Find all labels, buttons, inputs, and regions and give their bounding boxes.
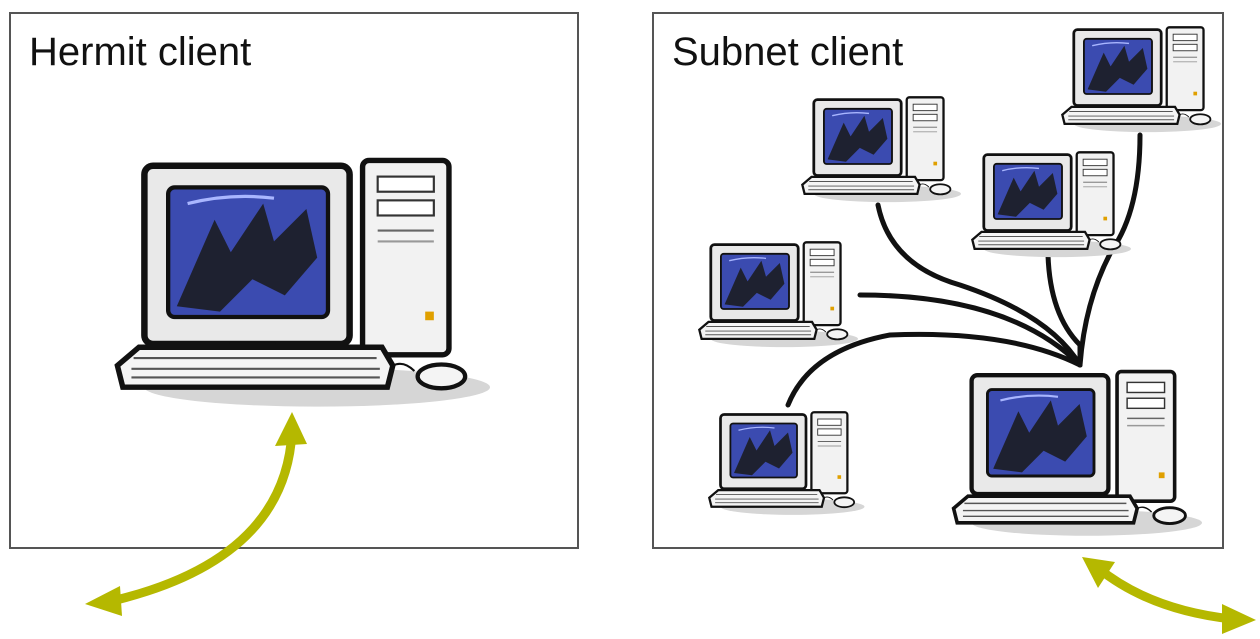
arrowhead — [1082, 557, 1115, 588]
network-links — [785, 132, 1143, 408]
desktop-computer-icon — [1060, 25, 1223, 134]
desktop-computer-icon — [707, 410, 866, 517]
desktop-computer-icon — [697, 240, 860, 349]
network-link — [785, 331, 1083, 408]
subnet-client-title: Subnet client — [672, 30, 904, 74]
desktop-computer-icon — [800, 95, 963, 204]
arrowhead — [1222, 604, 1256, 634]
desktop-computer-icon — [954, 372, 1202, 536]
desktop-computer-icon — [117, 160, 490, 406]
network-link — [1045, 252, 1083, 368]
desktop-computer-icon — [970, 150, 1133, 259]
network-link — [857, 292, 1083, 368]
arrowhead — [275, 412, 307, 446]
hermit-client-title: Hermit client — [29, 30, 252, 74]
double-headed-arrow-icon — [107, 427, 297, 606]
network-link — [875, 202, 1083, 368]
arrowhead — [85, 586, 122, 616]
double-headed-arrow-icon — [1093, 563, 1237, 624]
